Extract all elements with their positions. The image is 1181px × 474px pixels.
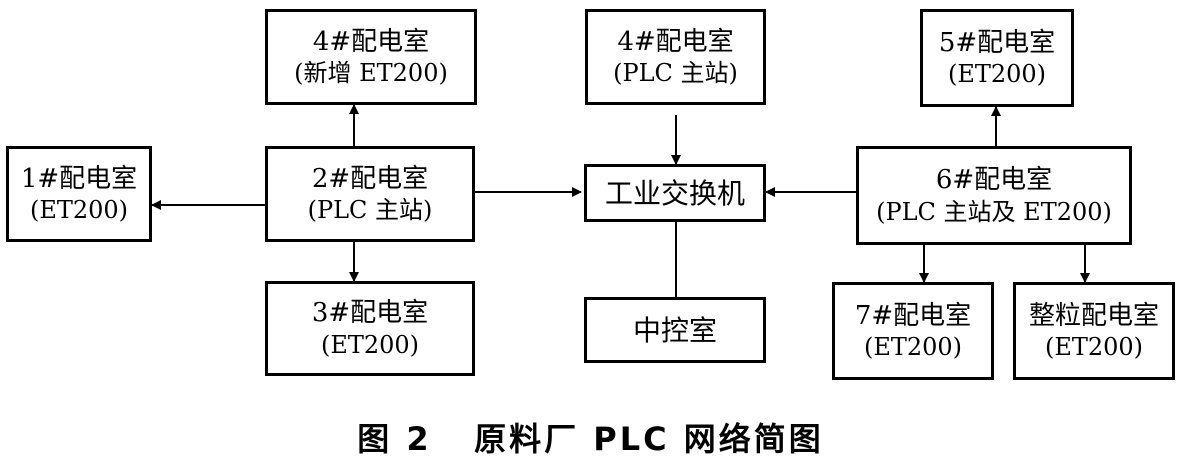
node-industrial-switch-label: 工业交换机 (604, 176, 745, 210)
node-room4-new-et200: 4#配电室 (新增 ET200) (265, 9, 477, 105)
node-pellet-room: 整粒配电室 (ET200) (1013, 282, 1175, 380)
node-room6-subtitle: (PLC 主站及 ET200) (876, 197, 1112, 226)
node-room7: 7#配电室 (ET200) (832, 282, 994, 380)
node-room4-new-et200-subtitle: (新增 ET200) (294, 59, 448, 88)
node-room3-title: 3#配电室 (311, 298, 429, 329)
node-room4-new-et200-title: 4#配电室 (312, 26, 430, 57)
node-room6-plc-master-et200: 6#配电室 (PLC 主站及 ET200) (856, 146, 1132, 245)
node-room7-subtitle: (ET200) (863, 333, 963, 362)
node-room3: 3#配电室 (ET200) (265, 281, 475, 376)
node-room5-title: 5#配电室 (938, 27, 1056, 58)
node-central-control-room: 中控室 (584, 297, 766, 363)
node-room5-subtitle: (ET200) (947, 60, 1047, 89)
node-room1-subtitle: (ET200) (29, 196, 129, 225)
node-room4-plc-master: 4#配电室 (PLC 主站) (585, 9, 766, 105)
node-room7-title: 7#配电室 (854, 300, 972, 331)
node-room2-plc-master-title: 2#配电室 (311, 163, 429, 194)
node-room6-title: 6#配电室 (935, 165, 1053, 196)
node-central-control-room-label: 中控室 (632, 313, 717, 347)
node-room4-plc-master-title: 4#配电室 (617, 26, 734, 57)
node-room3-subtitle: (ET200) (320, 330, 420, 359)
figure-caption: 图 2 原料厂 PLC 网络简图 (357, 420, 824, 458)
node-pellet-room-title: 整粒配电室 (1028, 300, 1159, 331)
node-room2-plc-master: 2#配电室 (PLC 主站) (265, 146, 475, 242)
node-room2-plc-master-subtitle: (PLC 主站) (307, 196, 433, 225)
node-room4-plc-master-subtitle: (PLC 主站) (613, 59, 738, 88)
node-industrial-switch: 工业交换机 (584, 164, 766, 222)
node-room1-title: 1#配电室 (20, 163, 138, 194)
node-pellet-room-subtitle: (ET200) (1044, 333, 1144, 362)
node-room5: 5#配电室 (ET200) (920, 9, 1074, 107)
node-room1: 1#配电室 (ET200) (6, 146, 152, 242)
